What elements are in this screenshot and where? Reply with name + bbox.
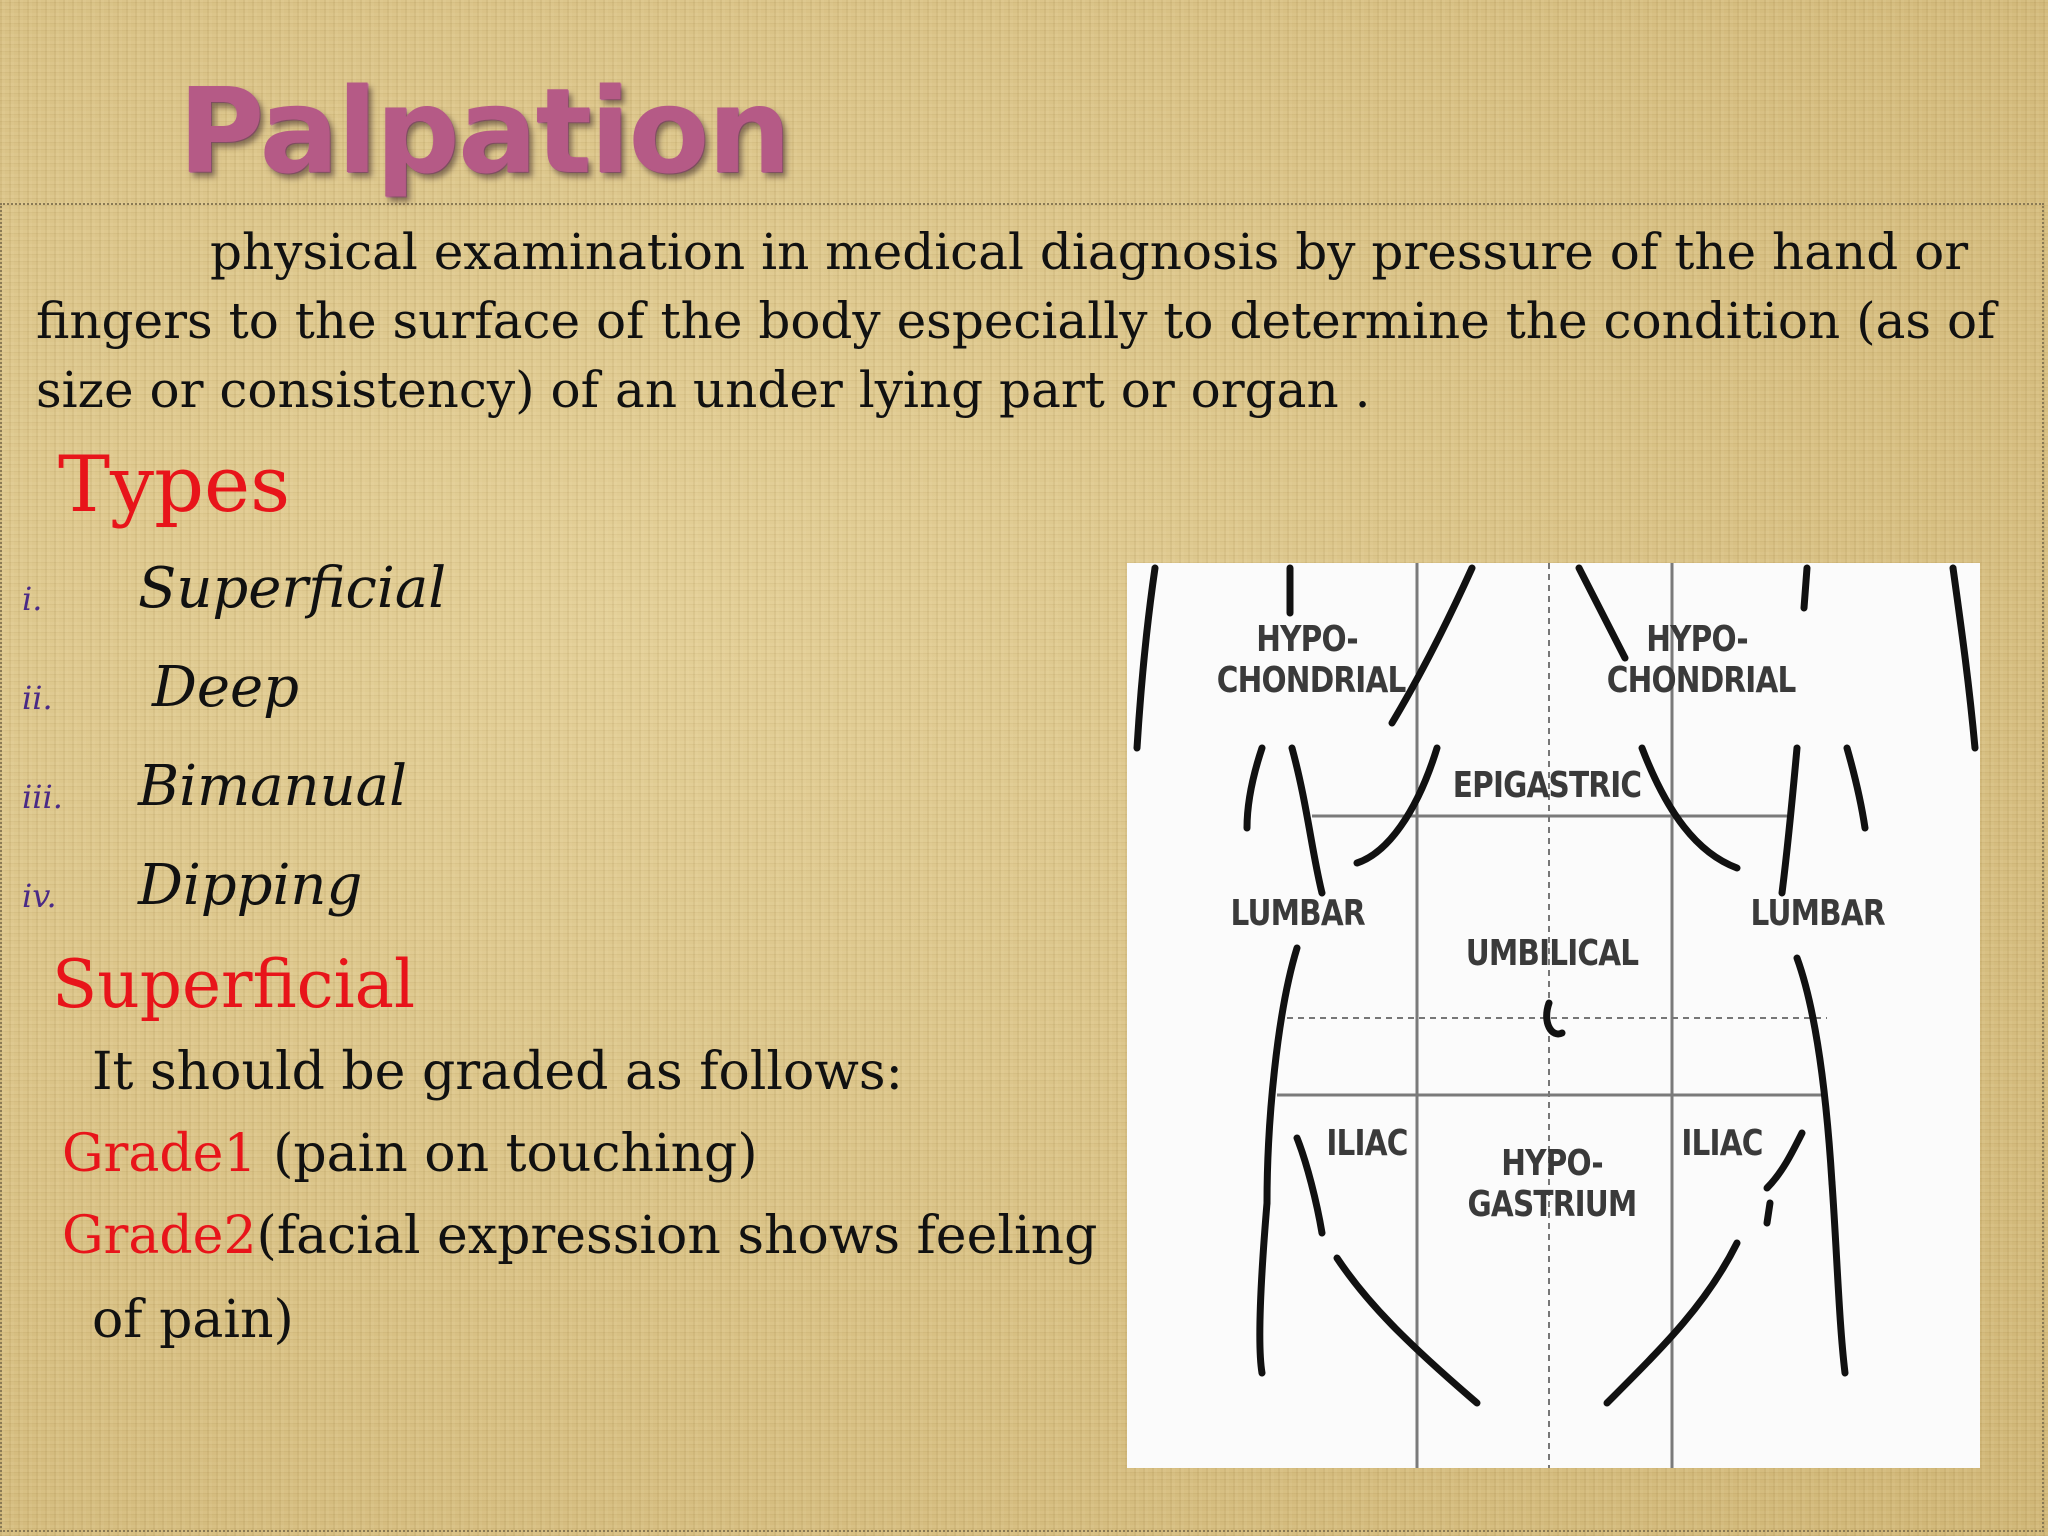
right-iliac-label: ILIAC xyxy=(1681,1123,1763,1164)
left-costal-top xyxy=(1388,564,1476,727)
left-costal-margin xyxy=(1353,744,1441,867)
right-inguinal xyxy=(1603,1239,1741,1407)
type-deep: Deep xyxy=(152,655,300,720)
type-bimanual: Bimanual xyxy=(138,754,407,819)
right-iliac-dash xyxy=(1763,1199,1774,1227)
abdominal-regions-diagram: HYPO- CHONDRIAL HYPO- CHONDRIAL EPIGASTR… xyxy=(1127,563,1980,1468)
list-numeral: i. xyxy=(22,580,43,618)
right-chest-stub xyxy=(1800,564,1811,612)
umbilicus-mark xyxy=(1543,999,1566,1038)
epigastric-label: EPIGASTRIC xyxy=(1452,765,1642,806)
right-rib-inner xyxy=(1778,744,1801,897)
grade-1-label: Grade1 xyxy=(62,1124,257,1184)
list-numeral: ii. xyxy=(22,679,53,717)
grade-2-continuation: of pain) xyxy=(92,1290,294,1350)
left-hypochondrial-label: HYPO- CHONDRIAL xyxy=(1216,619,1406,702)
left-inguinal xyxy=(1333,1254,1481,1407)
left-outer-flank-top xyxy=(1133,564,1159,752)
right-flank xyxy=(1793,954,1836,1187)
umbilical-label: UMBILICAL xyxy=(1465,933,1639,974)
right-lumbar-label: LUMBAR xyxy=(1750,893,1886,934)
type-superficial: Superficial xyxy=(138,556,447,621)
left-iliac-label: ILIAC xyxy=(1326,1123,1408,1164)
right-lower-flank xyxy=(1828,1179,1849,1377)
left-lower-rib xyxy=(1243,744,1266,832)
slide-title: Palpation xyxy=(178,62,791,200)
right-costal-margin xyxy=(1638,744,1741,872)
left-lumbar-label: LUMBAR xyxy=(1230,893,1366,934)
right-iliac-crest xyxy=(1763,1129,1806,1192)
grade-2-label: Grade2 xyxy=(62,1206,257,1266)
left-rib-inner xyxy=(1288,744,1326,897)
right-costal-top xyxy=(1575,564,1629,662)
types-heading: Types xyxy=(58,440,291,530)
right-lower-rib xyxy=(1843,744,1869,832)
type-dipping: Dipping xyxy=(138,853,363,918)
right-hypochondrial-label: HYPO- CHONDRIAL xyxy=(1606,619,1796,702)
right-outer-flank-top xyxy=(1949,564,1979,752)
left-iliac-crest xyxy=(1293,1134,1326,1237)
graded-intro: It should be graded as follows: xyxy=(92,1042,904,1102)
grade-2-line: Grade2(facial expression shows feeling xyxy=(62,1206,1097,1266)
grade-2-text: (facial expression shows feeling xyxy=(256,1206,1098,1266)
superficial-heading: Superficial xyxy=(52,946,416,1023)
definition-paragraph: physical examination in medical diagnosi… xyxy=(36,223,1996,419)
hypogastrium-label: HYPO- GASTRIUM xyxy=(1467,1143,1638,1226)
grade-1-line: Grade1 (pain on touching) xyxy=(62,1124,758,1184)
abdomen-outline-drawing xyxy=(1133,563,1979,1468)
left-lower-flank xyxy=(1256,1199,1271,1377)
left-flank xyxy=(1263,944,1301,1207)
grade-1-text: (pain on touching) xyxy=(256,1124,758,1184)
list-numeral: iii. xyxy=(22,778,63,816)
list-numeral: iv. xyxy=(22,877,57,915)
